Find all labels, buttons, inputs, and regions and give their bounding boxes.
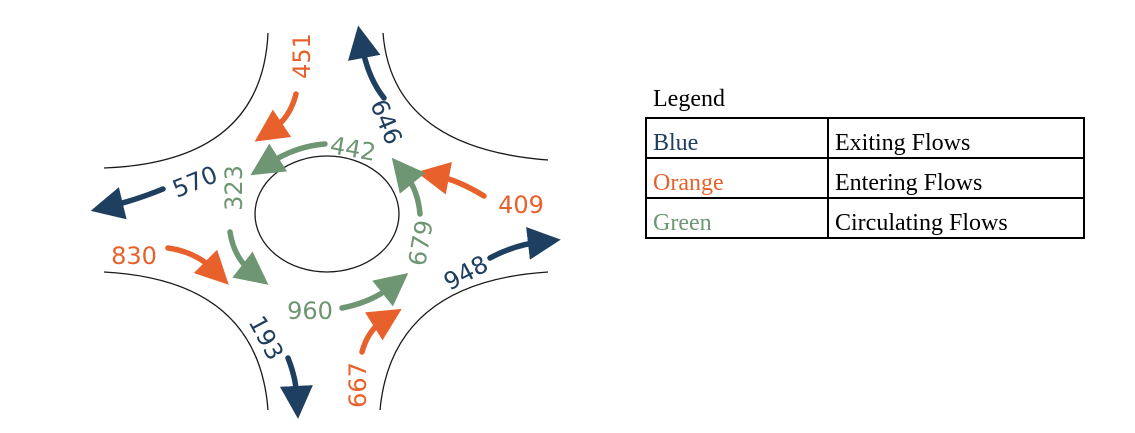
- label-south-exiting: 193: [243, 311, 289, 365]
- flow-labels: 451 646 442 570 323 409 679 830 948 960 …: [111, 33, 544, 408]
- exit-arrow-east: [487, 226, 561, 261]
- label-circ-east: 679: [403, 218, 439, 268]
- label-circ-north: 442: [328, 131, 378, 167]
- curb-northeast: [382, 32, 549, 161]
- exit-arrow-north: [348, 25, 387, 101]
- exiting-flow-arrows: [90, 25, 561, 419]
- label-west-exiting: 570: [169, 160, 222, 203]
- roundabout-diagram: 451 646 442 570 323 409 679 830 948 960 …: [90, 25, 561, 419]
- legend-row-exiting: Blue Exiting Flows: [645, 117, 1085, 159]
- legend-color-orange: Orange: [645, 157, 829, 199]
- entering-flow-arrows: [165, 91, 487, 355]
- legend-meaning-exiting: Exiting Flows: [827, 117, 1085, 159]
- label-circ-west: 323: [220, 165, 248, 211]
- label-east-entering: 409: [498, 191, 544, 219]
- road-outlines: [103, 32, 549, 411]
- label-north-entering: 451: [288, 33, 316, 79]
- circ-arrow-south: [339, 272, 409, 311]
- legend-table: Blue Exiting Flows Orange Entering Flows…: [645, 117, 1085, 239]
- label-west-entering: 830: [111, 242, 157, 270]
- legend-title: Legend: [653, 86, 725, 112]
- legend-row-entering: Orange Entering Flows: [645, 157, 1085, 199]
- legend-meaning-entering: Entering Flows: [827, 157, 1085, 199]
- legend-meaning-circulating: Circulating Flows: [827, 197, 1085, 239]
- exit-arrow-west: [90, 186, 166, 220]
- enter-arrow-north: [254, 91, 299, 142]
- enter-arrow-west: [165, 245, 229, 285]
- circ-arrow-west: [227, 229, 269, 285]
- central-island: [254, 155, 400, 273]
- label-circ-south: 960: [287, 297, 333, 325]
- legend-color-blue: Blue: [645, 117, 829, 159]
- legend-color-green: Green: [645, 197, 829, 239]
- curb-southwest: [103, 271, 269, 411]
- curb-southeast: [379, 271, 549, 411]
- circ-arrow-east: [391, 157, 426, 217]
- label-south-entering: 667: [344, 362, 372, 408]
- circulating-flow-arrows: [227, 141, 426, 311]
- curb-northwest: [103, 32, 269, 169]
- enter-arrow-south: [359, 308, 402, 355]
- enter-arrow-east: [416, 162, 487, 199]
- legend-row-circulating: Green Circulating Flows: [645, 197, 1085, 239]
- exit-arrow-south: [279, 355, 313, 419]
- circ-arrow-north: [250, 141, 328, 176]
